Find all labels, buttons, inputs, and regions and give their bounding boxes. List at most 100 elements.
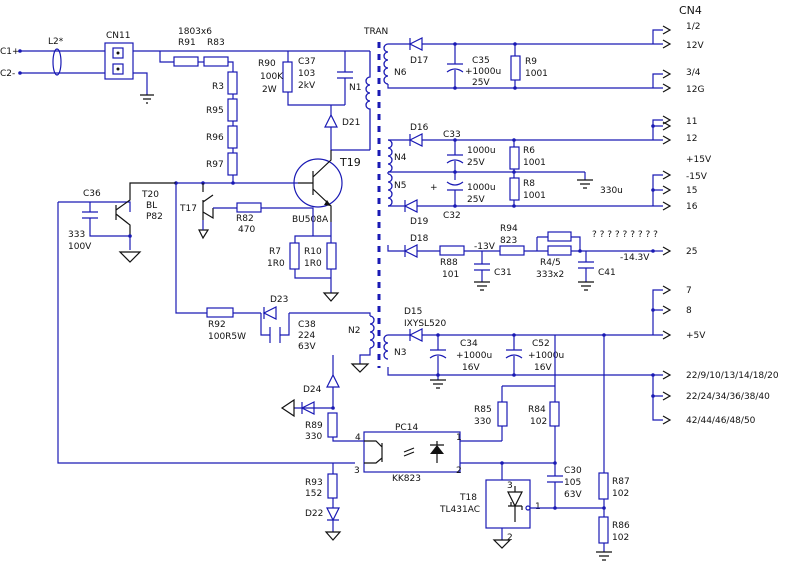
resistor-r95 [227,98,238,122]
c36-volt: 100V [68,242,92,252]
cn11-label: CN11 [106,31,130,41]
cn4-pin-8: 8 [686,306,692,316]
d23-label: D23 [270,295,288,305]
resistor-r92 [206,307,234,318]
t20-p82: P82 [146,212,163,222]
r8-value: 1001 [523,191,546,201]
capacitor-c38 [260,313,290,343]
r89-value: 330 [305,432,322,442]
r86-label: R86 [612,521,630,531]
c33-value: 1000u [467,146,496,156]
c30-volt: 63V [564,490,582,500]
c32-label: C32 [443,211,461,221]
t18-pin3: 3 [507,481,513,491]
pin2-label: 2 [456,466,462,476]
resistor-r97 [227,152,238,176]
resistor-r90 [282,61,293,93]
transistor-t20: C36 333 100V T20 BL P82 [57,182,355,464]
c30-label: C30 [564,466,582,476]
d18-label: D18 [410,234,429,244]
resistor-r4 [547,231,572,242]
start-resistor-chain: 1803x6 R91 R83 R3 R95 R96 R97 [159,27,238,183]
r7-value: 1R0 [267,259,285,269]
c38-volt: 63V [298,342,316,352]
diode-d18 [403,244,422,258]
r92-label: R92 [208,320,226,330]
c52-volt: 16V [534,363,552,373]
bu508a-label: BU508A [292,215,329,225]
n4-label: N4 [394,153,407,163]
d22-label: D22 [305,509,323,519]
c34-label: C34 [460,339,478,349]
diode-d16 [408,133,427,147]
c38-value: 224 [298,331,315,341]
resistor-r84 [549,401,560,427]
tran-label: TRAN [363,27,388,37]
r87-value: 102 [612,489,629,499]
n2-label: N2 [348,326,360,336]
cn4-pin-12: 12 [686,134,697,144]
r-block-label: 1803x6 [178,27,212,37]
r6-value: 1001 [523,158,546,168]
t18-pin2: 2 [507,533,513,543]
r90-label: R90 [258,59,276,69]
diode-d22 [326,507,340,522]
r86-value: 102 [612,533,629,543]
resistor-r87 [598,472,609,500]
cn4-pin-25: 25 [686,247,697,257]
c35-label: C35 [472,56,490,66]
feedback-optocoupler: D24 R89 330 PC14 KK823 4 3 1 2 R93 152 D… [280,355,555,541]
resistor-r10 [326,242,337,270]
c30-value: 105 [564,478,581,488]
r3-label: R3 [212,82,224,92]
cn4-pin-16: 16 [686,202,698,212]
r9-label: R9 [525,57,537,67]
ground-symbol [322,292,340,302]
kk823-label: KK823 [392,474,421,484]
resistor-r88 [439,245,465,256]
d16-label: D16 [410,123,429,133]
r83-label: R83 [207,38,225,48]
r88-label: R88 [440,258,458,268]
output-12v: D17 C35 +1000u 25V R9 1001 [387,29,663,90]
r85-value: 330 [474,417,491,427]
t17-label: T17 [179,204,197,214]
t20-label: T20 [141,190,159,200]
resistor-r96 [227,125,238,149]
resistor-r3 [227,71,238,95]
cn4-pin-11: 11 [686,117,697,127]
c36-value: 333 [68,230,85,240]
r93-label: R93 [305,478,323,488]
r82-value: 470 [238,225,255,235]
cn4-pin-plus5v: +5V [686,331,706,341]
c34-volt: 16V [462,363,480,373]
transformer: TRAN N1 N6 N4 N5 N2 N3 [331,27,407,368]
d21-label: D21 [342,118,360,128]
c41-label: C41 [598,268,616,278]
r94-value: 823 [500,236,517,246]
c37-label: C37 [298,57,316,67]
n6-label: N6 [394,68,407,78]
c32-value: 1000u [467,183,496,193]
cn4-title: CN4 [679,4,702,17]
resistor-r85 [497,401,508,427]
r96-label: R96 [206,133,224,143]
n3-label: N3 [394,348,406,358]
c52-value: +1000u [528,351,564,361]
r94-label: R94 [500,224,518,234]
cn4-pin-group2: 22/24/34/36/38/40 [686,392,770,402]
pin1-label: 1 [456,433,462,443]
d24-label: D24 [303,385,322,395]
c52-label: C52 [532,339,550,349]
r9-value: 1001 [525,69,548,79]
resistor-r86 [598,516,609,544]
transistor-t17: T17 R82 470 [179,183,314,240]
output-15v: D16 C33 1000u 25V R6 1001 330u 1000u 25V… [387,119,663,227]
r10-label: R10 [304,247,322,257]
minus13v-label: -13V [474,242,496,252]
transistor-t19: T19 BU508A R7 1R0 R10 1R0 [174,150,361,302]
c38-label: C38 [298,320,316,330]
r95-label: R95 [206,106,224,116]
diode-d15 [408,328,427,342]
r89-label: R89 [305,421,323,431]
